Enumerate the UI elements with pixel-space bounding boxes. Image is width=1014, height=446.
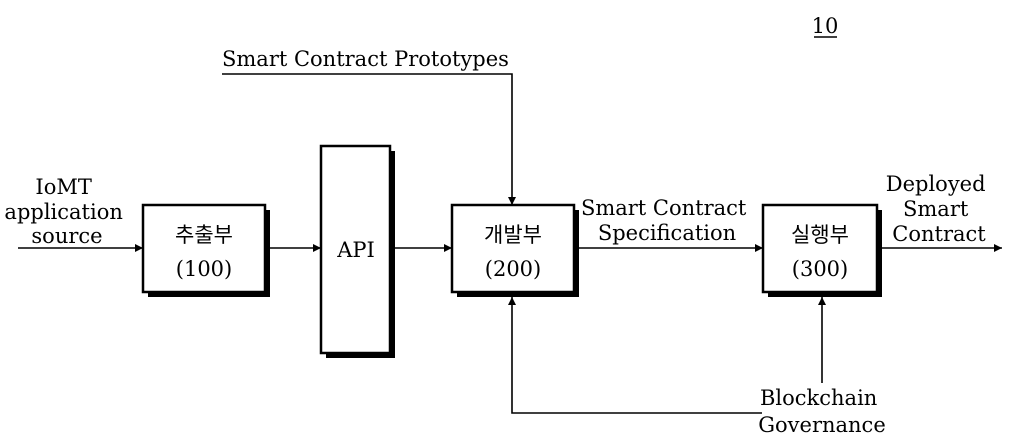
- executor-block: 실행부 (300): [761, 203, 882, 297]
- developer-name: 개발부: [484, 223, 542, 247]
- executor-ref: (300): [792, 257, 848, 281]
- extractor-block: 추출부 (100): [141, 203, 270, 297]
- prototypes-arrow: [222, 73, 516, 205]
- api-block: API: [319, 144, 395, 358]
- prototypes-label: Smart Contract Prototypes: [222, 47, 509, 71]
- developer-ref: (200): [485, 257, 541, 281]
- figure-number: 10: [812, 14, 839, 38]
- input-label: IoMT application source: [4, 175, 129, 248]
- executor-name: 실행부: [791, 223, 849, 247]
- extractor-name: 추출부: [175, 223, 233, 247]
- api-name: API: [336, 238, 375, 262]
- extractor-ref: (100): [176, 257, 232, 281]
- output-label: Deployed Smart Contract: [886, 172, 993, 246]
- governance-label: Blockchain Governance: [758, 386, 886, 437]
- developer-block: 개발부 (200): [450, 203, 579, 297]
- specification-label: Smart Contract Specification: [581, 196, 753, 245]
- governance-to-developer-arrow: [508, 297, 762, 414]
